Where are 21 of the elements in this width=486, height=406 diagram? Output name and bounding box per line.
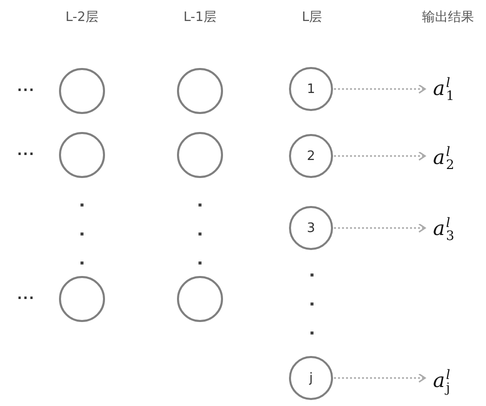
dotted-arrow — [334, 151, 426, 161]
empty-neuron-circle — [177, 132, 223, 178]
neuron-circle: 2 — [289, 134, 333, 178]
empty-neuron-circle — [177, 276, 223, 322]
ellipsis: ... — [17, 288, 35, 303]
column-header: L-2层 — [66, 9, 98, 26]
ellipsis: ... — [17, 80, 35, 95]
empty-neuron-circle — [59, 68, 105, 114]
empty-neuron-circle — [59, 132, 105, 178]
ellipsis: ... — [17, 144, 35, 159]
dotted-arrow — [334, 223, 426, 233]
neuron-circle: j — [289, 356, 333, 400]
neuron-circle: 1 — [289, 67, 333, 111]
dotted-arrow — [334, 84, 426, 94]
empty-neuron-circle — [59, 276, 105, 322]
column-header: L-1层 — [184, 9, 216, 26]
empty-neuron-circle — [177, 68, 223, 114]
column-header: 输出结果 — [422, 9, 474, 26]
column-header: L层 — [302, 9, 322, 26]
dotted-arrow — [334, 373, 426, 383]
neuron-circle: 3 — [289, 206, 333, 250]
